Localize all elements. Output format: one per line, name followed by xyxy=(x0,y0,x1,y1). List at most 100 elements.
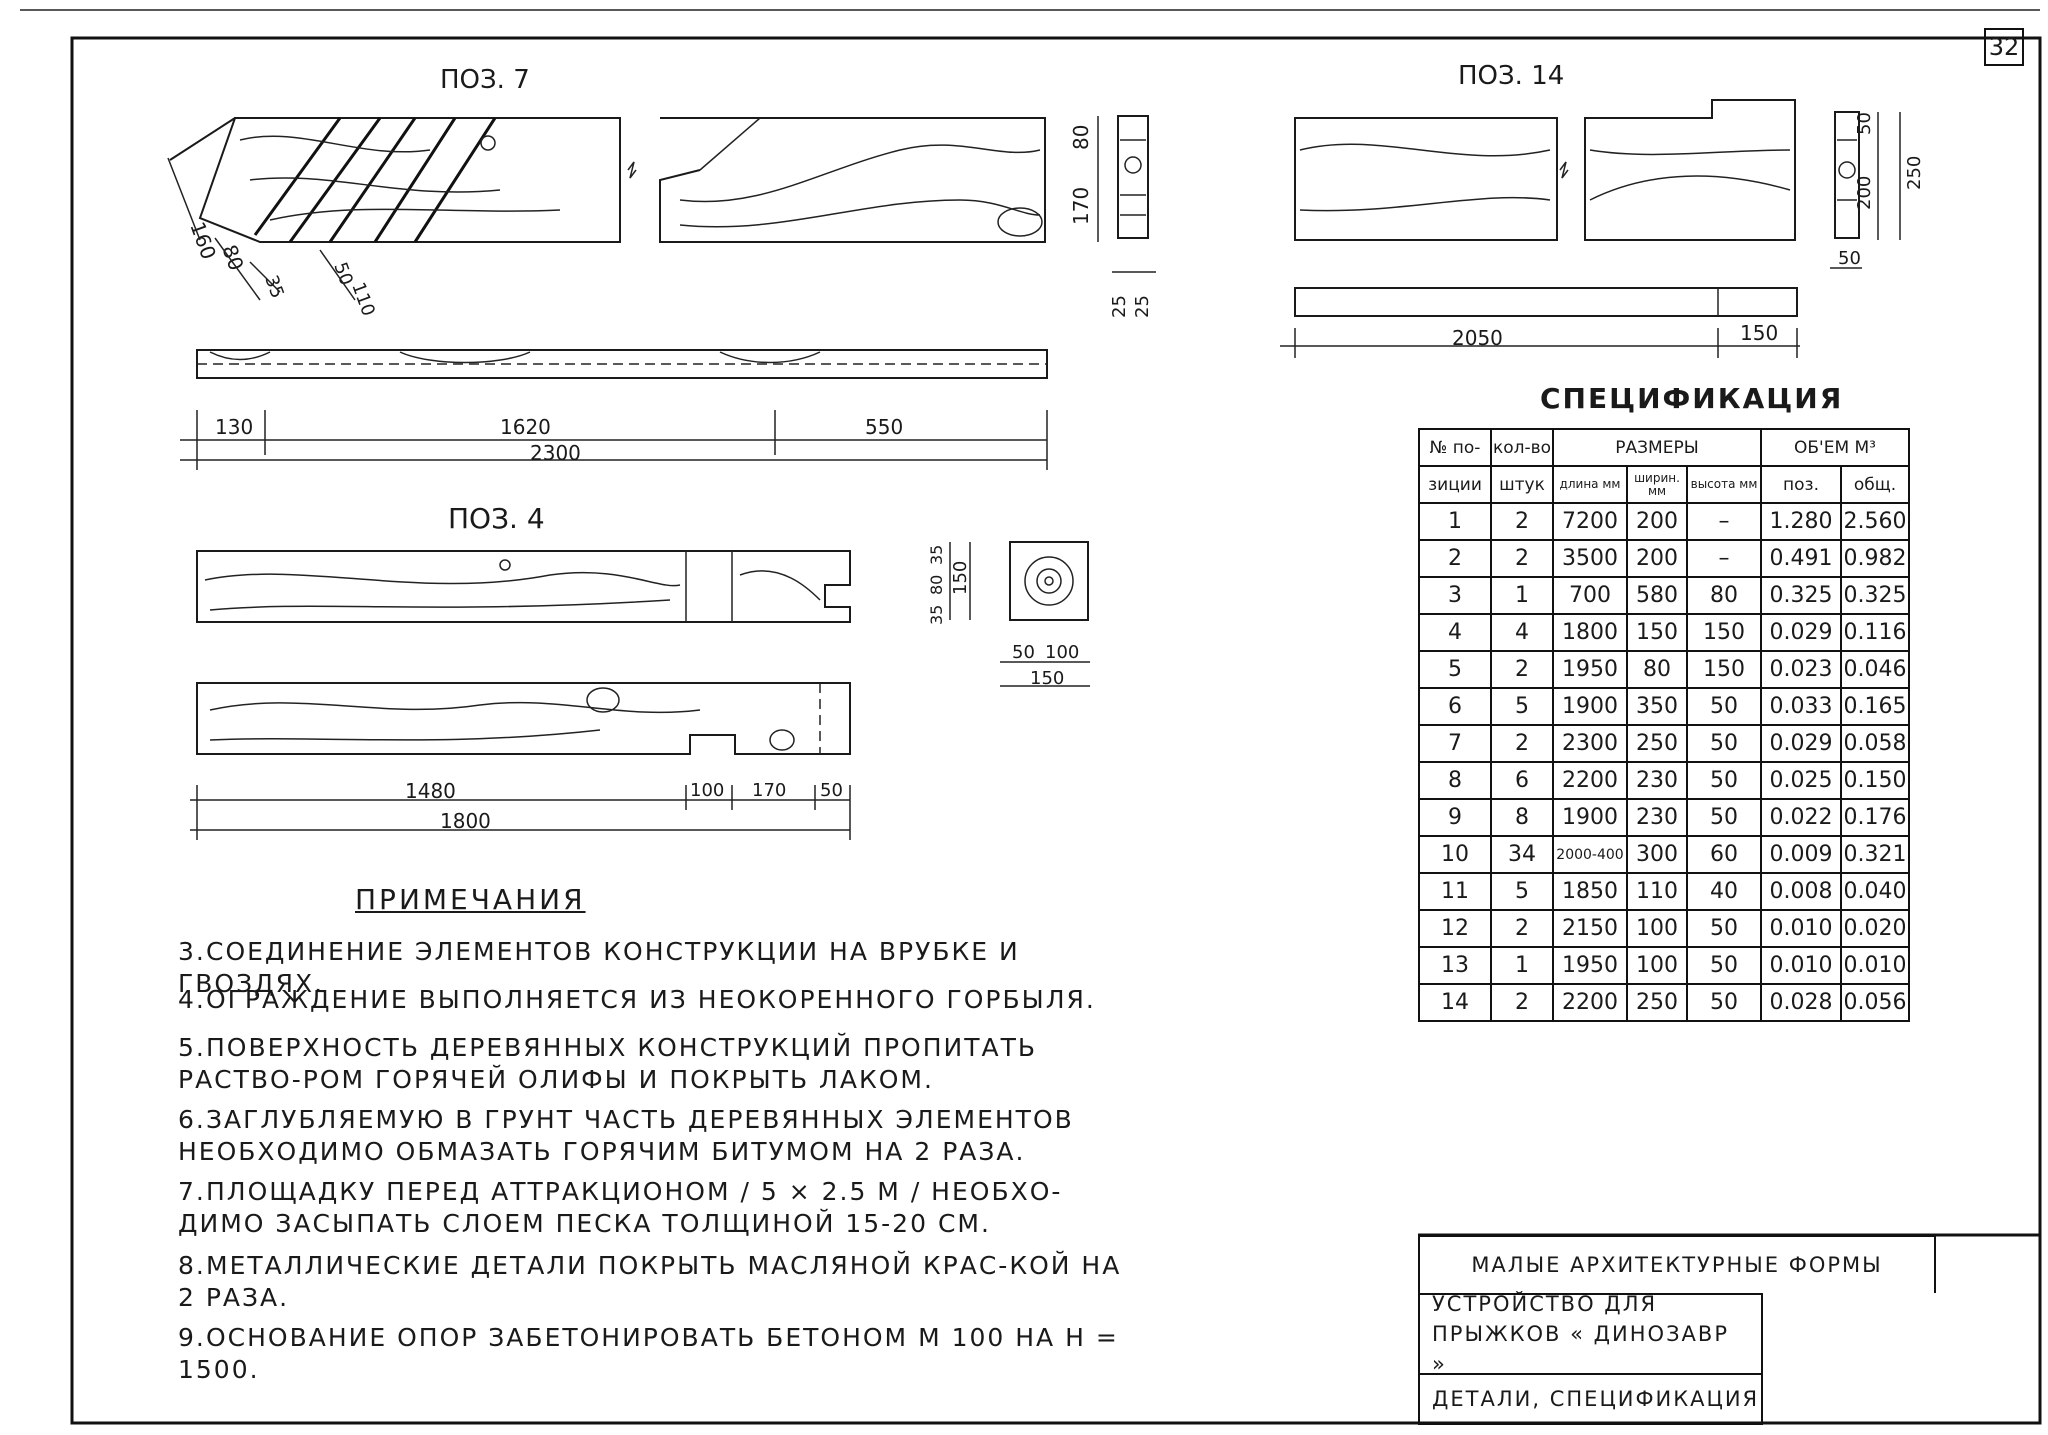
spec-cell: 34 xyxy=(1490,835,1554,874)
spec-cell: 2 xyxy=(1490,724,1554,763)
poz4-dim-l1480: 1480 xyxy=(405,779,456,803)
poz14-dim-l150: 150 xyxy=(1740,321,1778,345)
poz7-dim-l2300: 2300 xyxy=(530,441,581,465)
title-block-sheet: Детали, спецификация xyxy=(1418,1373,1763,1425)
spec-header-pos: № по- xyxy=(1418,428,1492,467)
poz7-dim-l1620: 1620 xyxy=(500,415,551,439)
spec-cell: 700 xyxy=(1552,576,1628,615)
spec-cell: 0.325 xyxy=(1760,576,1842,615)
notes-title: ПРИМЕЧАНИЯ xyxy=(355,883,586,916)
poz4-dim-w150: 150 xyxy=(1030,668,1064,689)
spec-cell: 2 xyxy=(1490,502,1554,541)
spec-cell: 0.491 xyxy=(1760,539,1842,578)
spec-cell: 300 xyxy=(1626,835,1688,874)
spec-cell: 50 xyxy=(1686,798,1762,837)
spec-cell: 0.056 xyxy=(1840,983,1910,1022)
spec-cell: 0.116 xyxy=(1840,613,1910,652)
spec-header-height: высота мм xyxy=(1686,465,1762,504)
spec-cell: 0.022 xyxy=(1760,798,1842,837)
spec-header-vol-total: общ. xyxy=(1840,465,1910,504)
poz4-dim-l50: 50 xyxy=(820,780,843,801)
spec-cell: 1.280 xyxy=(1760,502,1842,541)
spec-cell: 3500 xyxy=(1552,539,1628,578)
spec-cell: 0.165 xyxy=(1840,687,1910,726)
spec-cell: 50 xyxy=(1686,946,1762,985)
spec-cell: 0.008 xyxy=(1760,872,1842,911)
spec-cell: 8 xyxy=(1490,798,1554,837)
spec-cell: 50 xyxy=(1686,909,1762,948)
spec-cell: 10 xyxy=(1418,835,1492,874)
note-item: 7.Площадку перед аттракционом / 5 × 2.5 … xyxy=(178,1177,1063,1238)
poz7-dim-d110: 110 xyxy=(347,280,378,319)
poz4-title: ПОЗ. 4 xyxy=(448,502,545,535)
spec-cell: 50 xyxy=(1686,761,1762,800)
poz7-title: ПОЗ. 7 xyxy=(440,65,530,95)
poz14-title: ПОЗ. 14 xyxy=(1458,61,1564,91)
spec-cell: 80 xyxy=(1686,576,1762,615)
spec-cell: 0.029 xyxy=(1760,613,1842,652)
spec-cell: 1 xyxy=(1490,576,1554,615)
spec-cell: 5 xyxy=(1490,872,1554,911)
spec-cell: 13 xyxy=(1418,946,1492,985)
poz14-dim-w50: 50 xyxy=(1838,248,1861,269)
spec-cell: 1 xyxy=(1490,946,1554,985)
spec-cell: 0.321 xyxy=(1840,835,1910,874)
spec-cell: 350 xyxy=(1626,687,1688,726)
spec-table: № по- кол-во РАЗМЕРЫ ОБ'ЕМ М³ зиции штук… xyxy=(1418,428,1910,1022)
poz4-dim-h150: 150 xyxy=(950,561,971,595)
spec-cell: 40 xyxy=(1686,872,1762,911)
poz14-dim-h200: 200 xyxy=(1854,176,1875,210)
poz7-dim-h80: 80 xyxy=(1069,125,1093,150)
sheet-frame xyxy=(70,36,2042,1425)
spec-cell: 0.009 xyxy=(1760,835,1842,874)
spec-cell: 0.033 xyxy=(1760,687,1842,726)
spec-cell: 0.982 xyxy=(1840,539,1910,578)
spec-cell: 7 xyxy=(1418,724,1492,763)
spec-cell: 230 xyxy=(1626,761,1688,800)
spec-title: СПЕЦИФИКАЦИЯ xyxy=(1540,382,1844,415)
spec-cell: 1900 xyxy=(1552,798,1628,837)
spec-header-length: длина мм xyxy=(1552,465,1628,504)
spec-cell: – xyxy=(1686,539,1762,578)
poz4-dim-h35a: 35 xyxy=(927,545,946,565)
spec-cell: 3 xyxy=(1418,576,1492,615)
note-item: 4.Ограждение выполняется из неокоренного… xyxy=(178,985,1096,1014)
spec-cell: 1950 xyxy=(1552,946,1628,985)
poz14-dim-h250: 250 xyxy=(1904,156,1925,190)
spec-cell: 4 xyxy=(1418,613,1492,652)
spec-cell: 2 xyxy=(1418,539,1492,578)
spec-cell: 580 xyxy=(1626,576,1688,615)
spec-cell: 2200 xyxy=(1552,983,1628,1022)
poz14-drawing: ПОЗ. 14 50 200 250 50 2050 150 xyxy=(1280,61,1925,358)
spec-cell: 2000-400 xyxy=(1552,835,1628,874)
poz4-dim-w100: 100 xyxy=(1045,642,1079,663)
sheet-number: 32 xyxy=(1984,28,2024,66)
spec-cell: 14 xyxy=(1418,983,1492,1022)
spec-cell: 0.010 xyxy=(1760,909,1842,948)
spec-header-sizes: РАЗМЕРЫ xyxy=(1552,428,1762,467)
spec-cell: 12 xyxy=(1418,909,1492,948)
spec-cell: 230 xyxy=(1626,798,1688,837)
spec-cell: 0.025 xyxy=(1760,761,1842,800)
poz4-dim-l170: 170 xyxy=(752,780,786,801)
spec-cell: 60 xyxy=(1686,835,1762,874)
spec-cell: 2200 xyxy=(1552,761,1628,800)
spec-cell: 2300 xyxy=(1552,724,1628,763)
note-item: 3.Соединение элементов конструкции на вр… xyxy=(178,937,1020,998)
poz7-dim-l130: 130 xyxy=(215,415,253,439)
title-block-project: МАЛЫЕ АРХИТЕКТУРНЫЕ ФОРМЫ xyxy=(1418,1235,1936,1293)
poz7-dim-l550: 550 xyxy=(865,415,903,439)
spec-cell: 1950 xyxy=(1552,650,1628,689)
spec-cell: 200 xyxy=(1626,539,1688,578)
spec-cell: 0.020 xyxy=(1840,909,1910,948)
spec-cell: 4 xyxy=(1490,613,1554,652)
spec-cell: 0.028 xyxy=(1760,983,1842,1022)
